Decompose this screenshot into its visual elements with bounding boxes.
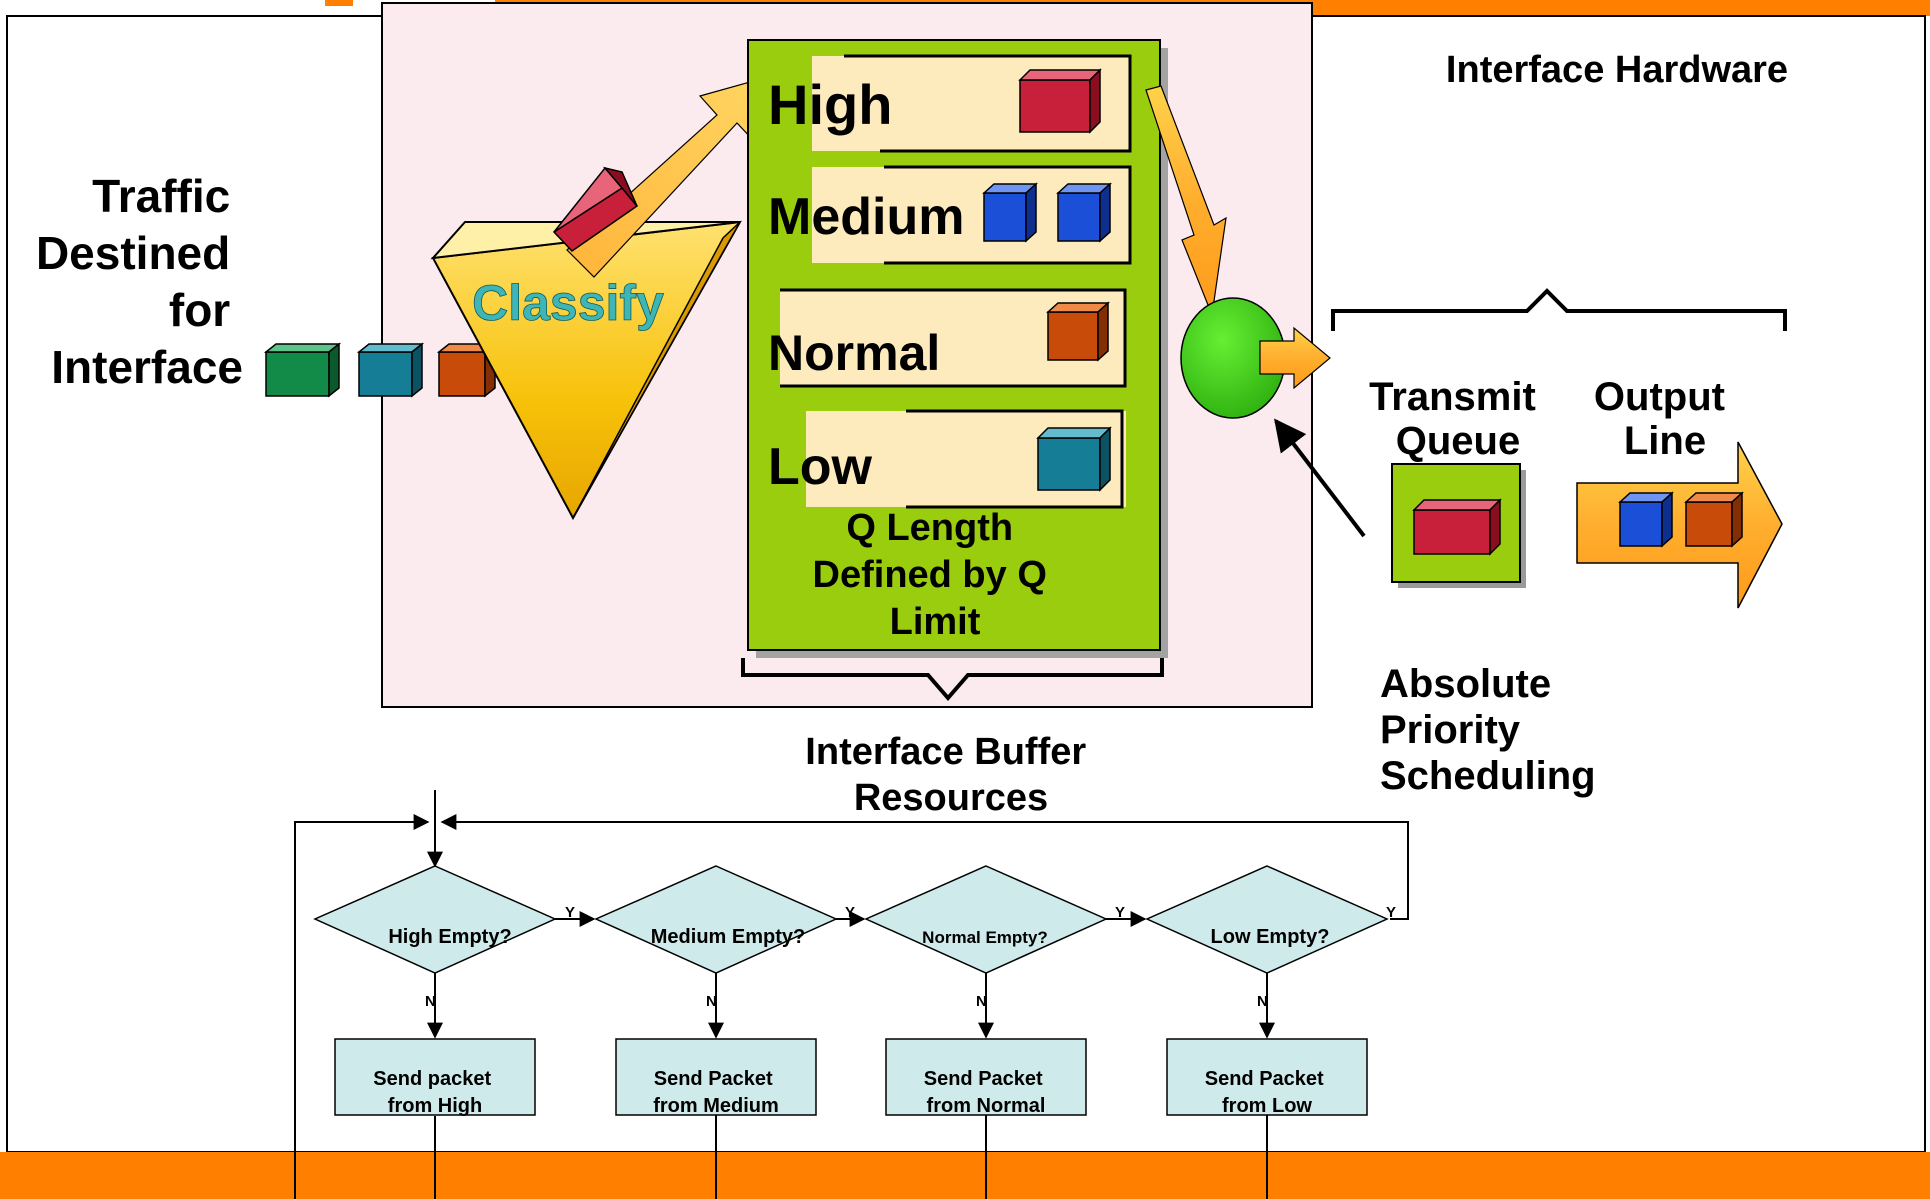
queue-label-normal: Normal [768,325,940,381]
top-orange-corner [325,0,353,6]
scheduling-pointer [1274,418,1366,538]
yes-label-low: Y [1386,904,1396,921]
no-label-high: N [425,993,436,1010]
incoming-packet-green [263,342,342,398]
classified-packet-red [552,166,639,252]
action-send-normal [885,1038,1087,1116]
decision-label-medium: Medium Empty? [651,926,805,948]
no-label-low: N [1257,993,1268,1010]
traffic-label: Traffic Destined for Interface [36,170,243,393]
queue-to-scheduler-arrow [1145,85,1227,318]
hardware-brace [1331,288,1787,331]
scheduling-label: Absolute Priority Scheduling [1380,662,1596,798]
queue-label-medium: Medium [768,188,964,246]
decision-low-empty [1145,865,1389,974]
hardware-label: Interface Hardware [1446,49,1788,91]
yes-label-high: Y [565,904,575,921]
no-label-normal: N [976,993,987,1010]
decision-label-high: High Empty? [388,926,511,948]
buffer-brace [741,658,1164,702]
decision-label-normal: Normal Empty? [922,928,1048,947]
action-label-normal: Send Packet from Normal [924,1068,1049,1117]
action-send-low [1166,1038,1368,1116]
flowchart [294,790,1409,1199]
classify-label: Classify [472,275,664,331]
transmit-packet-red [1412,498,1502,556]
output-packet-blue [1618,491,1674,548]
queued-packet-medium-blue-1 [982,182,1038,243]
bottom-orange-band [0,1152,1930,1199]
action-send-medium [615,1038,817,1116]
output-line-arrow [1576,441,1783,609]
output-packet-orange [1684,491,1744,548]
action-label-high: Send packet from High [373,1068,496,1117]
queue-label-low: Low [768,438,873,496]
transmit-label: Transmit Queue [1369,375,1547,463]
decision-label-low: Low Empty? [1211,926,1330,948]
qlength-label: Q Length Defined by Q Limit [813,507,1058,643]
no-label-medium: N [706,993,717,1010]
scheduler-to-transmit-arrow [1259,326,1331,390]
action-label-low: Send Packet from Low [1205,1068,1330,1117]
queue-label-high: High [768,73,892,136]
decision-high-empty [313,865,557,974]
incoming-packet-teal [356,342,425,398]
yes-label-normal: Y [1115,904,1125,921]
queued-packet-low-teal [1036,426,1112,492]
output-label: Output Line [1594,375,1736,463]
queued-packet-high-red [1018,68,1102,134]
action-send-high [334,1038,536,1116]
buffer-label: Interface Buffer Resources [805,731,1096,819]
queued-packet-normal-orange [1046,301,1110,362]
action-label-medium: Send Packet from Medium [653,1068,779,1117]
decision-normal-empty [864,865,1108,974]
decision-medium-empty [594,865,838,974]
queued-packet-medium-blue-2 [1056,182,1112,243]
yes-label-medium: Y [845,904,855,921]
